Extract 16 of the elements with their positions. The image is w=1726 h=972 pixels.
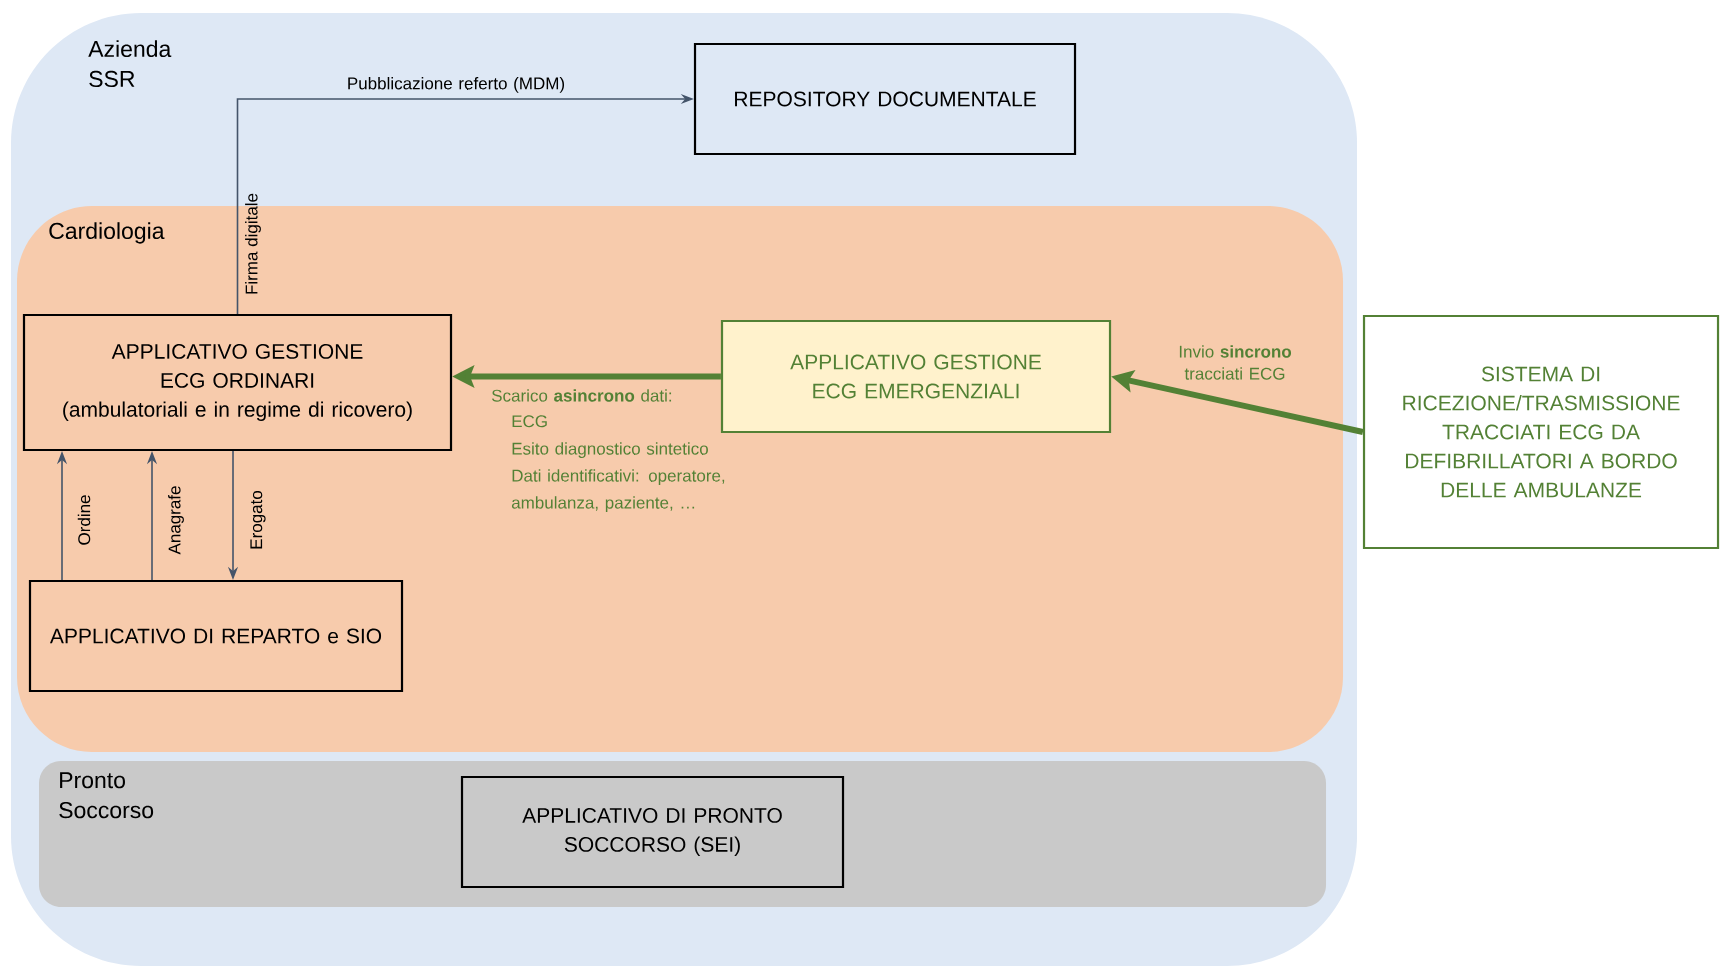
- edge-label: Scarico asincrono dati:: [492, 389, 672, 402]
- list-item: Dati identificativi: operatore, ambulanza, paziente, …: [511, 469, 725, 513]
- list-item: Esito diagnostico sintetico: [512, 442, 708, 459]
- edge-label: Pubblicazione referto (MDM): [348, 76, 565, 93]
- edge-label: Anagrafe: [168, 486, 184, 555]
- process-box: APPLICATIVO GESTIONE ECG EMERGENZIALI: [720, 319, 1112, 434]
- list-item: ECG: [512, 415, 547, 428]
- edge-label: Ordine: [77, 495, 91, 545]
- vertical-label: Firma digitale: [245, 193, 261, 294]
- process-box: APPLICATIVO GESTIONE ECG ORDINARI (ambulatoriali e in regime di ricovero): [22, 313, 453, 452]
- external-system-box: SISTEMA DI RICEZIONE/TRASMISSIONE TRACCIATI ECG DA DEFIBRILLATORI A BORDO DELLE AMBULANZE: [1362, 314, 1720, 550]
- edge-label: Erogato: [250, 490, 266, 549]
- edge-label: Invio sincrono tracciati ECG: [1179, 345, 1292, 380]
- process-box: APPLICATIVO DI REPARTO e SIO: [28, 579, 404, 693]
- process-box: REPOSITORY DOCUMENTALE: [693, 42, 1077, 156]
- process-box: APPLICATIVO DI PRONTO SOCCORSO (SEI): [460, 775, 845, 889]
